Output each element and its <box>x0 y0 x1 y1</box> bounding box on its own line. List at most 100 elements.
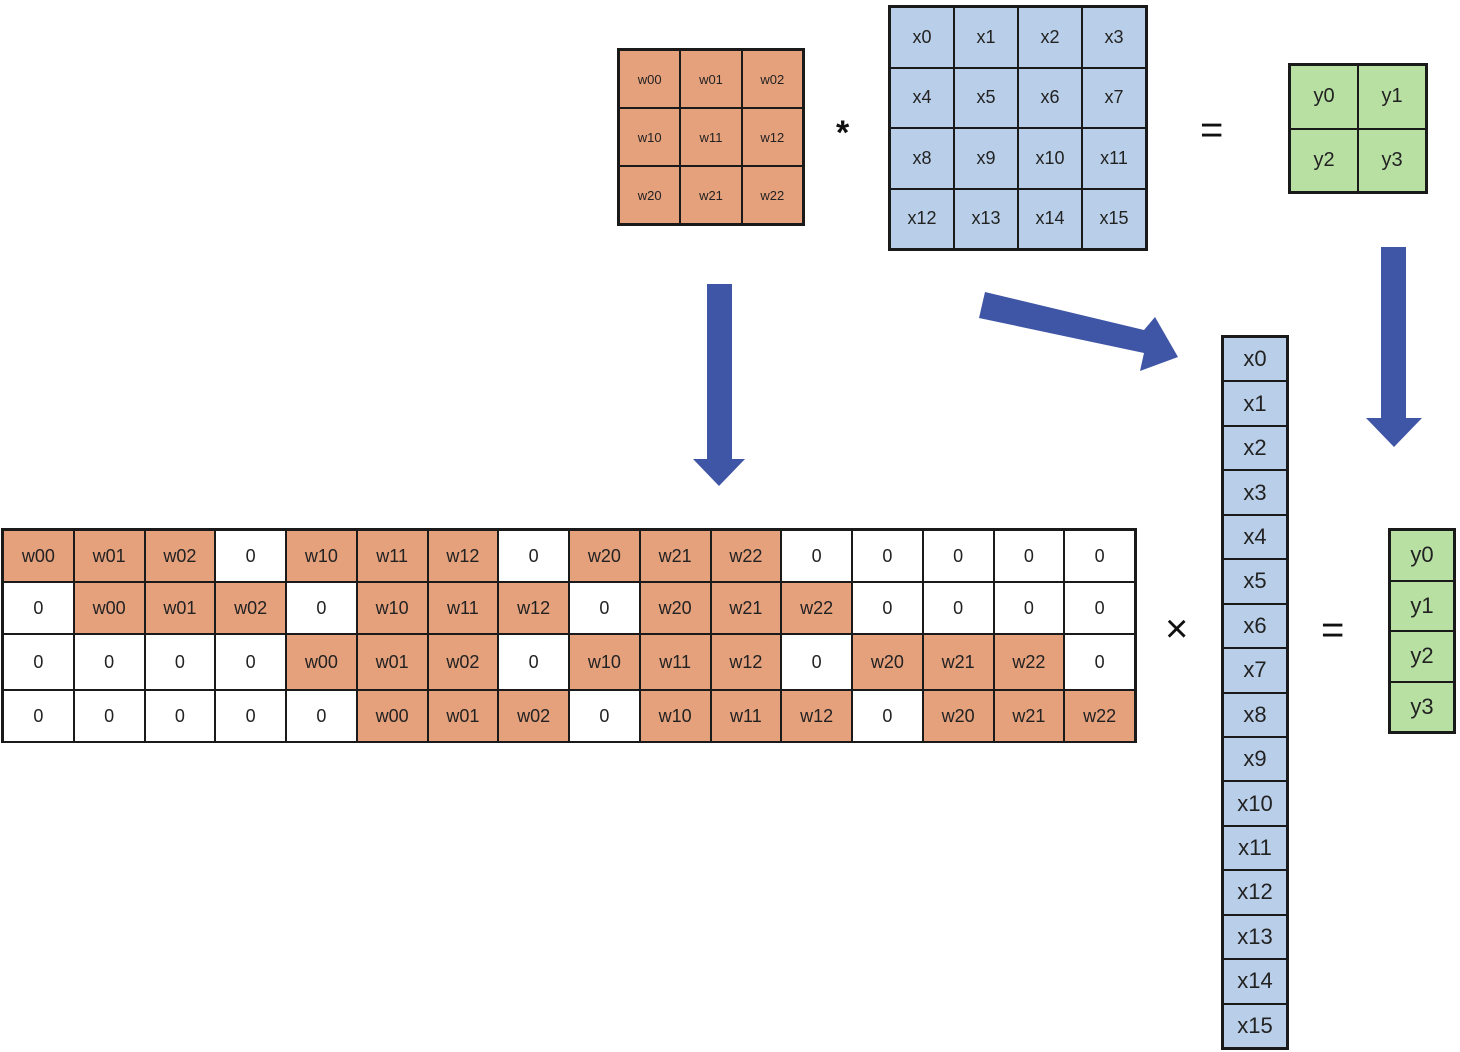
sparse-matrix-cell: 0 <box>781 530 852 582</box>
output-matrix: y0 y1 y2 y3 <box>1288 63 1428 194</box>
sparse-matrix-cell: 0 <box>922 530 994 582</box>
sparse-matrix-cell: w21 <box>710 582 782 634</box>
sparse-matrix-cell: w10 <box>639 690 711 742</box>
sparse-matrix-cell: 0 <box>498 634 569 690</box>
sparse-matrix-cell: 0 <box>144 634 216 690</box>
output-cell: y2 <box>1290 128 1358 192</box>
sparse-matrix-cell: w12 <box>781 690 852 742</box>
sparse-matrix-cell: 0 <box>852 530 923 582</box>
output-vector-cell: y0 <box>1390 530 1454 581</box>
sparse-matrix-cell: 0 <box>569 690 640 742</box>
sparse-matrix-cell: w21 <box>993 690 1065 742</box>
arrow-down-kernel <box>693 284 745 486</box>
sparse-matrix-cell: 0 <box>498 530 569 582</box>
sparse-matrix-cell: w02 <box>215 582 286 634</box>
sparse-matrix-cell: w10 <box>356 582 428 634</box>
sparse-matrix-cell: w20 <box>852 634 923 690</box>
kernel-matrix: w00 w01 w02 w10 w11 w12 w20 w21 w22 <box>617 48 805 226</box>
output-cell: y0 <box>1290 65 1358 129</box>
convolve-operator: * <box>836 114 850 152</box>
kernel-cell: w11 <box>680 108 742 166</box>
sparse-matrix-cell: w21 <box>639 530 711 582</box>
input-cell: x11 <box>1082 128 1146 189</box>
input-vector-cell: x4 <box>1223 514 1287 560</box>
input-vector-cell: x1 <box>1223 381 1287 426</box>
sparse-matrix-cell: w01 <box>73 530 145 582</box>
output-vector-cell: y1 <box>1390 580 1454 631</box>
sparse-matrix-cell: w00 <box>3 530 74 582</box>
input-vector-cell: x2 <box>1223 425 1287 471</box>
input-vector-cell: x11 <box>1223 825 1287 871</box>
kernel-cell: w02 <box>741 50 803 108</box>
sparse-matrix-cell: w12 <box>427 530 499 582</box>
output-vector-cell: y2 <box>1390 631 1454 682</box>
sparse-matrix-cell: w02 <box>427 634 499 690</box>
sparse-matrix-cell: 0 <box>3 582 74 634</box>
sparse-matrix-cell: 0 <box>3 634 74 690</box>
sparse-matrix-cell: 0 <box>73 634 145 690</box>
input-vector-cell: x5 <box>1223 559 1287 604</box>
sparse-matrix-cell: w00 <box>286 634 357 690</box>
sparse-matrix-cell: 0 <box>569 582 640 634</box>
input-vector-cell: x6 <box>1223 603 1287 649</box>
input-vector-cell: x3 <box>1223 470 1287 515</box>
input-cell: x4 <box>890 67 954 128</box>
sparse-matrix-cell: w01 <box>144 582 216 634</box>
output-cell: y3 <box>1358 128 1426 192</box>
sparse-matrix-cell: w02 <box>498 690 569 742</box>
sparse-matrix-cell: 0 <box>286 690 357 742</box>
input-vector-cell: x12 <box>1223 870 1287 915</box>
input-cell: x12 <box>890 188 954 249</box>
kernel-cell: w01 <box>680 50 742 108</box>
input-matrix: x0 x1 x2 x3 x4 x5 x6 x7 x8 x9 x10 x11 x1… <box>888 5 1148 251</box>
kernel-cell: w22 <box>741 166 803 224</box>
sparse-matrix-cell: w11 <box>639 634 711 690</box>
input-cell: x1 <box>954 7 1018 68</box>
sparse-matrix-cell: w22 <box>710 530 782 582</box>
sparse-matrix-cell: 0 <box>852 582 923 634</box>
kernel-cell: w10 <box>619 108 681 166</box>
input-cell: x14 <box>1018 188 1082 249</box>
sparse-matrix-cell: w10 <box>286 530 357 582</box>
sparse-matrix-cell: w00 <box>73 582 145 634</box>
sparse-matrix-cell: 0 <box>215 690 286 742</box>
equals-operator-bottom: = <box>1321 608 1345 652</box>
sparse-matrix-cell: w22 <box>993 634 1065 690</box>
input-cell: x6 <box>1018 67 1082 128</box>
sparse-matrix-cell: 0 <box>852 690 923 742</box>
sparse-matrix-cell: w22 <box>1064 690 1135 742</box>
sparse-matrix-cell: w11 <box>710 690 782 742</box>
sparse-matrix-cell: 0 <box>993 582 1065 634</box>
sparse-matrix-cell: 0 <box>73 690 145 742</box>
input-vector-cell: x15 <box>1223 1003 1287 1048</box>
input-cell: x8 <box>890 128 954 189</box>
input-vector-cell: x0 <box>1223 337 1287 382</box>
sparse-matrix-cell: 0 <box>781 634 852 690</box>
sparse-matrix-cell: w11 <box>356 530 428 582</box>
sparse-matrix-cell: w01 <box>427 690 499 742</box>
sparse-matrix-cell: 0 <box>144 690 216 742</box>
arrow-down-output <box>1366 247 1422 447</box>
input-cell: x9 <box>954 128 1018 189</box>
sparse-matrix-cell: w12 <box>498 582 569 634</box>
sparse-matrix-cell: w01 <box>356 634 428 690</box>
input-cell: x5 <box>954 67 1018 128</box>
input-vector-cell: x10 <box>1223 781 1287 826</box>
sparse-matrix-cell: 0 <box>1064 582 1135 634</box>
sparse-matrix-cell: 0 <box>215 634 286 690</box>
input-vector-cell: x8 <box>1223 692 1287 737</box>
sparse-matrix-cell: w20 <box>922 690 994 742</box>
sparse-matrix-cell: w10 <box>569 634 640 690</box>
kernel-cell: w21 <box>680 166 742 224</box>
sparse-matrix-cell: w20 <box>639 582 711 634</box>
sparse-matrix-cell: 0 <box>922 582 994 634</box>
sparse-matrix-cell: w00 <box>356 690 428 742</box>
sparse-matrix-cell: 0 <box>993 530 1065 582</box>
kernel-cell: w20 <box>619 166 681 224</box>
sparse-matrix-cell: w20 <box>569 530 640 582</box>
sparse-matrix-cell: 0 <box>1064 634 1135 690</box>
